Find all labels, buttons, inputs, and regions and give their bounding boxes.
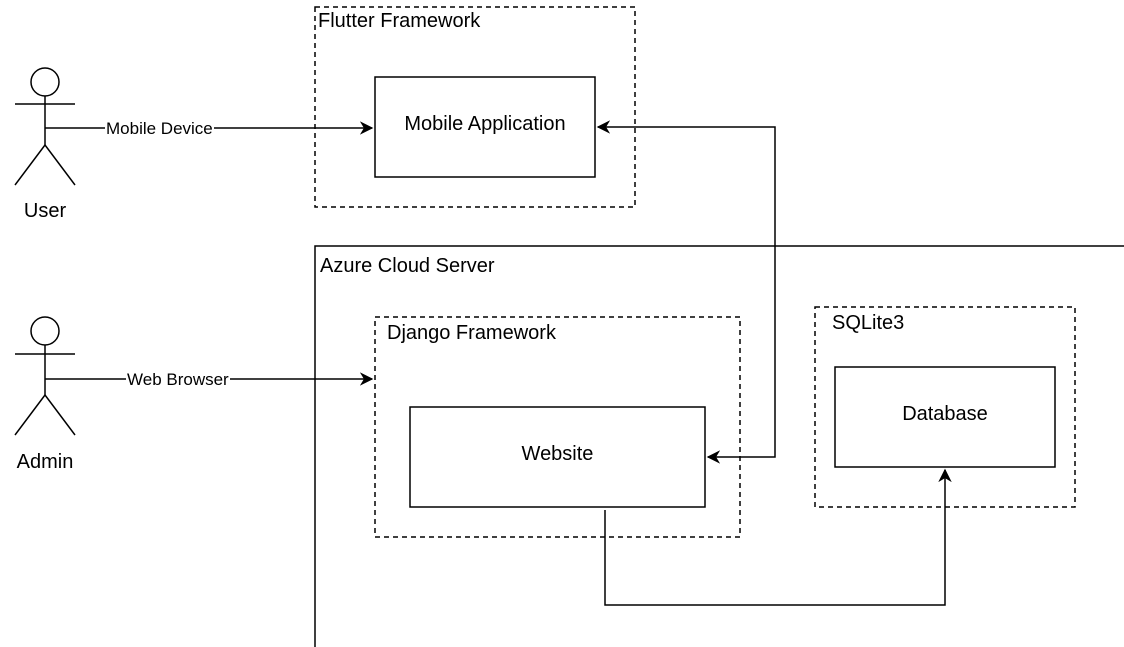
- admin-actor-icon: [14, 316, 76, 436]
- flutter-framework-label: Flutter Framework: [318, 10, 481, 32]
- user-actor-icon: [14, 67, 76, 186]
- mobile-application-box: [374, 76, 596, 178]
- mobile-device-connector-label: Mobile Device: [105, 119, 214, 139]
- flutter-framework-container: [314, 6, 636, 208]
- admin-actor-label: Admin: [16, 451, 74, 473]
- database-label: Database: [902, 403, 988, 425]
- azure-cloud-server-label: Azure Cloud Server: [320, 255, 495, 277]
- website-label: Website: [521, 443, 594, 465]
- mobile-application-label: Mobile Application: [404, 113, 566, 135]
- database-box: [834, 366, 1056, 468]
- mobile-website-bidirectional-arrow: [596, 120, 776, 464]
- sqlite-label: SQLite3: [832, 312, 905, 334]
- django-framework-container: [374, 316, 741, 538]
- website-to-database-arrow: [604, 468, 952, 606]
- user-actor-label: User: [23, 200, 67, 222]
- azure-cloud-server-container: [314, 245, 1124, 647]
- django-framework-label: Django Framework: [387, 322, 556, 344]
- web-browser-connector-label: Web Browser: [126, 370, 230, 390]
